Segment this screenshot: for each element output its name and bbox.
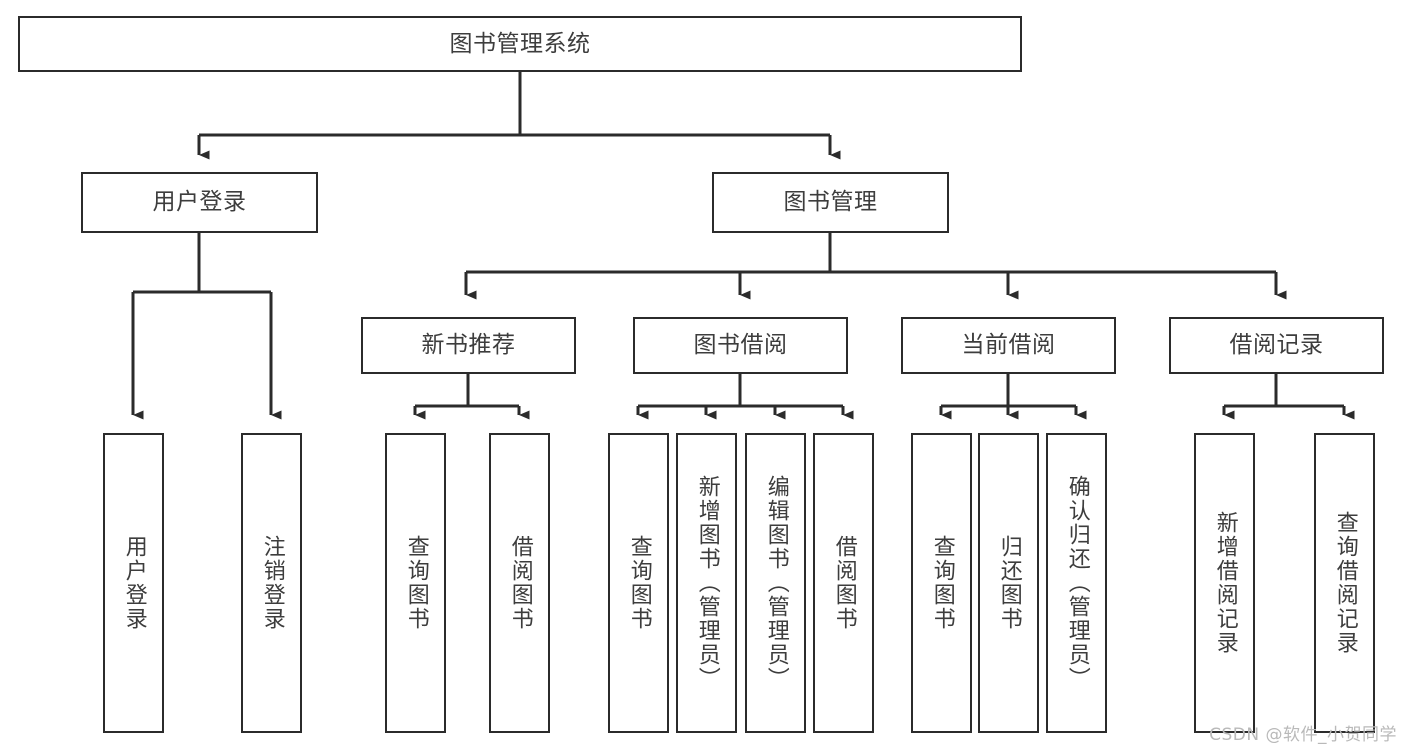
leaf-current-borrow-1-label: 查询图书 (929, 535, 955, 631)
leaf-borrow-record-2[interactable]: 查询借阅记录 (1314, 433, 1375, 733)
leaf-current-borrow-3-label: 确认归还（管理员） (1064, 475, 1090, 691)
node-book-borrow-label: 图书借阅 (693, 332, 788, 359)
node-current-borrow-label: 当前借阅 (961, 332, 1056, 359)
node-borrow-record-label: 借阅记录 (1229, 332, 1324, 359)
node-current-borrow[interactable]: 当前借阅 (901, 317, 1116, 374)
leaf-new-book-recommend-2[interactable]: 借阅图书 (489, 433, 550, 733)
leaf-book-borrow-3[interactable]: 编辑图书（管理员） (745, 433, 806, 733)
csdn-watermark: CSDN @软件_小贺同学 (1209, 725, 1397, 745)
node-root-label: 图书管理系统 (449, 30, 591, 57)
leaf-book-borrow-1[interactable]: 查询图书 (608, 433, 669, 733)
leaf-book-borrow-1-label: 查询图书 (626, 535, 652, 631)
leaf-current-borrow-3[interactable]: 确认归还（管理员） (1046, 433, 1107, 733)
node-book-borrow[interactable]: 图书借阅 (633, 317, 848, 374)
leaf-borrow-record-1[interactable]: 新增借阅记录 (1194, 433, 1255, 733)
leaf-new-book-recommend-1-label: 查询图书 (403, 535, 429, 631)
node-user-login[interactable]: 用户登录 (81, 172, 318, 233)
leaf-borrow-record-2-label: 查询借阅记录 (1332, 511, 1358, 655)
node-new-book-recommend-label: 新书推荐 (421, 332, 516, 359)
node-root[interactable]: 图书管理系统 (18, 16, 1022, 72)
node-book-management-label: 图书管理 (783, 189, 878, 216)
leaf-user-login-1-label: 用户登录 (121, 535, 147, 631)
leaf-user-login-1[interactable]: 用户登录 (103, 433, 164, 733)
leaf-user-login-2[interactable]: 注销登录 (241, 433, 302, 733)
leaf-user-login-2-label: 注销登录 (259, 535, 285, 631)
leaf-book-borrow-2-label: 新增图书（管理员） (694, 475, 720, 691)
leaf-book-borrow-3-label: 编辑图书（管理员） (763, 475, 789, 691)
node-borrow-record[interactable]: 借阅记录 (1169, 317, 1384, 374)
leaf-current-borrow-1[interactable]: 查询图书 (911, 433, 972, 733)
leaf-borrow-record-1-label: 新增借阅记录 (1212, 511, 1238, 655)
leaf-current-borrow-2[interactable]: 归还图书 (978, 433, 1039, 733)
leaf-new-book-recommend-2-label: 借阅图书 (507, 535, 533, 631)
leaf-book-borrow-4[interactable]: 借阅图书 (813, 433, 874, 733)
leaf-new-book-recommend-1[interactable]: 查询图书 (385, 433, 446, 733)
leaf-book-borrow-4-label: 借阅图书 (831, 535, 857, 631)
node-user-login-label: 用户登录 (152, 189, 247, 216)
leaf-book-borrow-2[interactable]: 新增图书（管理员） (676, 433, 737, 733)
node-new-book-recommend[interactable]: 新书推荐 (361, 317, 576, 374)
node-book-management[interactable]: 图书管理 (712, 172, 949, 233)
leaf-current-borrow-2-label: 归还图书 (996, 535, 1022, 631)
